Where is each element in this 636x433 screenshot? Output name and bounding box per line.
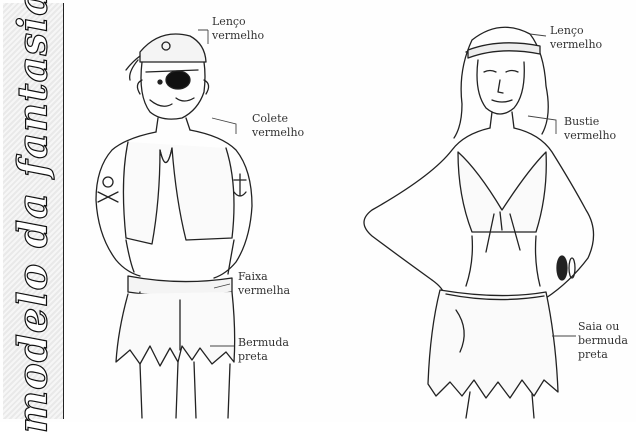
costume-illustration xyxy=(0,0,636,422)
label-female-scarf: Lenço vermelho xyxy=(550,24,602,52)
label-male-vest: Colete vermelho xyxy=(252,112,304,140)
label-male-sash: Faixa vermelha xyxy=(238,270,290,298)
male-vest xyxy=(123,142,234,244)
female-scarf xyxy=(468,43,540,58)
male-bandana xyxy=(140,34,206,62)
anchor-tattoo-icon xyxy=(234,174,246,196)
female-pirate-figure xyxy=(364,27,594,418)
label-male-scarf: Lenço vermelho xyxy=(212,15,264,43)
male-pirate-figure xyxy=(96,34,252,418)
costume-sheet: modelo da fantasia xyxy=(0,0,636,422)
eye-patch-icon xyxy=(166,71,190,89)
male-shorts xyxy=(116,292,235,366)
female-face xyxy=(477,60,524,114)
label-male-shorts: Bermuda preta xyxy=(238,336,289,364)
female-bustier xyxy=(458,152,546,232)
skull-tattoo-icon xyxy=(98,177,118,202)
label-female-skirt: Saia ou bermuda preta xyxy=(578,320,628,362)
label-female-top: Bustie vermelho xyxy=(564,115,616,143)
female-skirt xyxy=(428,290,558,398)
